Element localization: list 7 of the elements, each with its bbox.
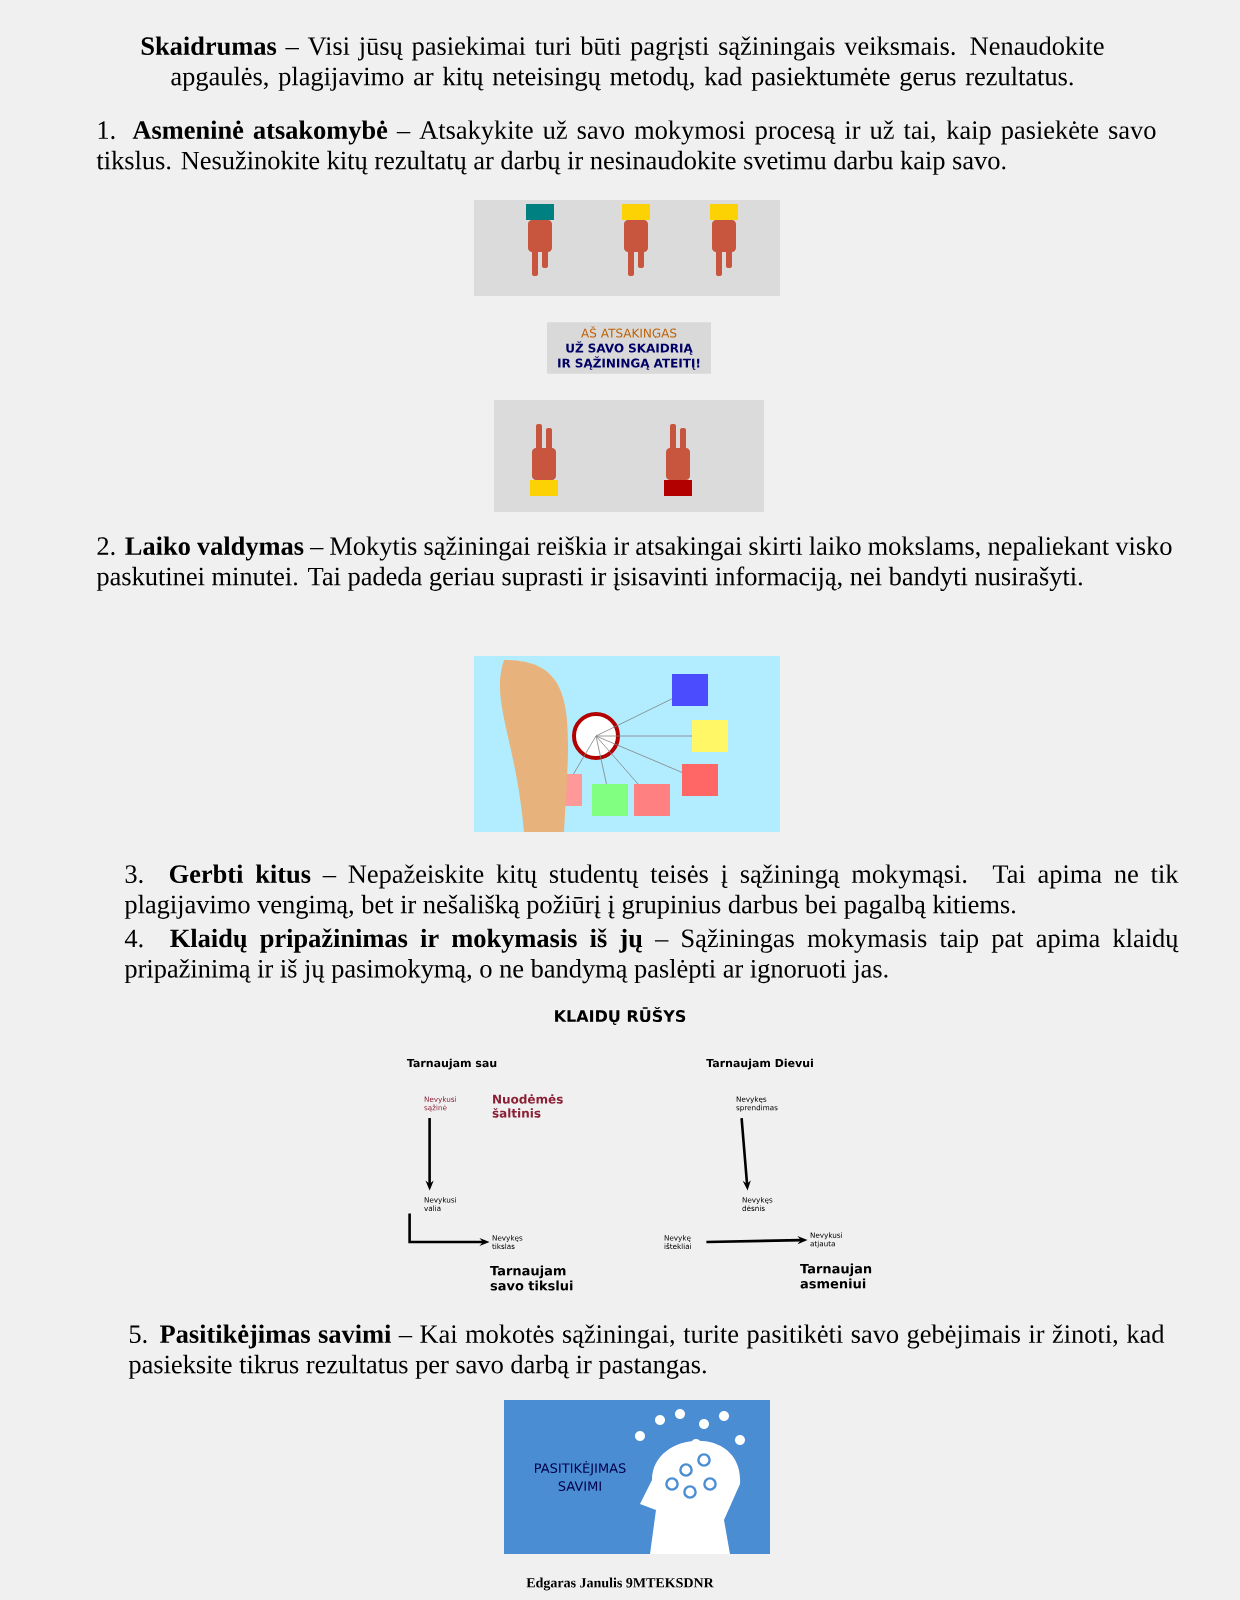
paragraph: Skaidrumas – Visi jūsų pasiekimai turi būti pagrįsti sąžiningais veiksmais. Nenaudokite apgaulės, plagijavimo ar kitų neteisingų metodų, kad pasiektumėte gerus rezultatus. xyxy=(141,36,1104,91)
numbered-item: 2. Laiko valdymas – Mokytis sąžiningai reiškia ir atsakingai skirti laiko mokslams, nepaliekant visko paskutinei minutei. Tai padeda geriau suprasti ir įsisavinti informaciją, nei bandyti nusirašyti. xyxy=(96,536,1172,591)
numbered-item: 1. Asmeninė atsakomybė – Atsakykite už savo mokymosi procesą ir už tai, kaip pasiekėte savo tikslus. Nesužinokite kitų rezultatų ar darbų ir nesinaudokite svetimu darbu kaip savo. xyxy=(96,120,1156,175)
numbered-item: 3. Gerbti kitus – Nepažeiskite kitų studentų teisės į sąžiningą mokymąsi. Tai apima ne tik plagijavimo vengimą, bet ir nešališką požiūrį į grupinius darbus bei pagalbą kitiems. xyxy=(124,864,1179,919)
section-heading: KLAIDŲ RŪŠYS xyxy=(555,1007,686,1025)
numbered-item: 4. Klaidų pripažinimas ir mokymasis iš jų – Sąžiningas mokymasis taip pat apima klaidų pripažinimą ir iš jų pasimokymą, o ne bandymą paslėpti ar ignoruoti jas. xyxy=(124,928,1179,984)
numbered-item: 5. Pasitikėjimas savimi – Kai mokotės sąžiningai, turite pasitikėti savo gebėjimais ir žinoti, kad pasieksite tikrus rezultatus per savo darbą ir pastangas. xyxy=(128,1324,1165,1379)
